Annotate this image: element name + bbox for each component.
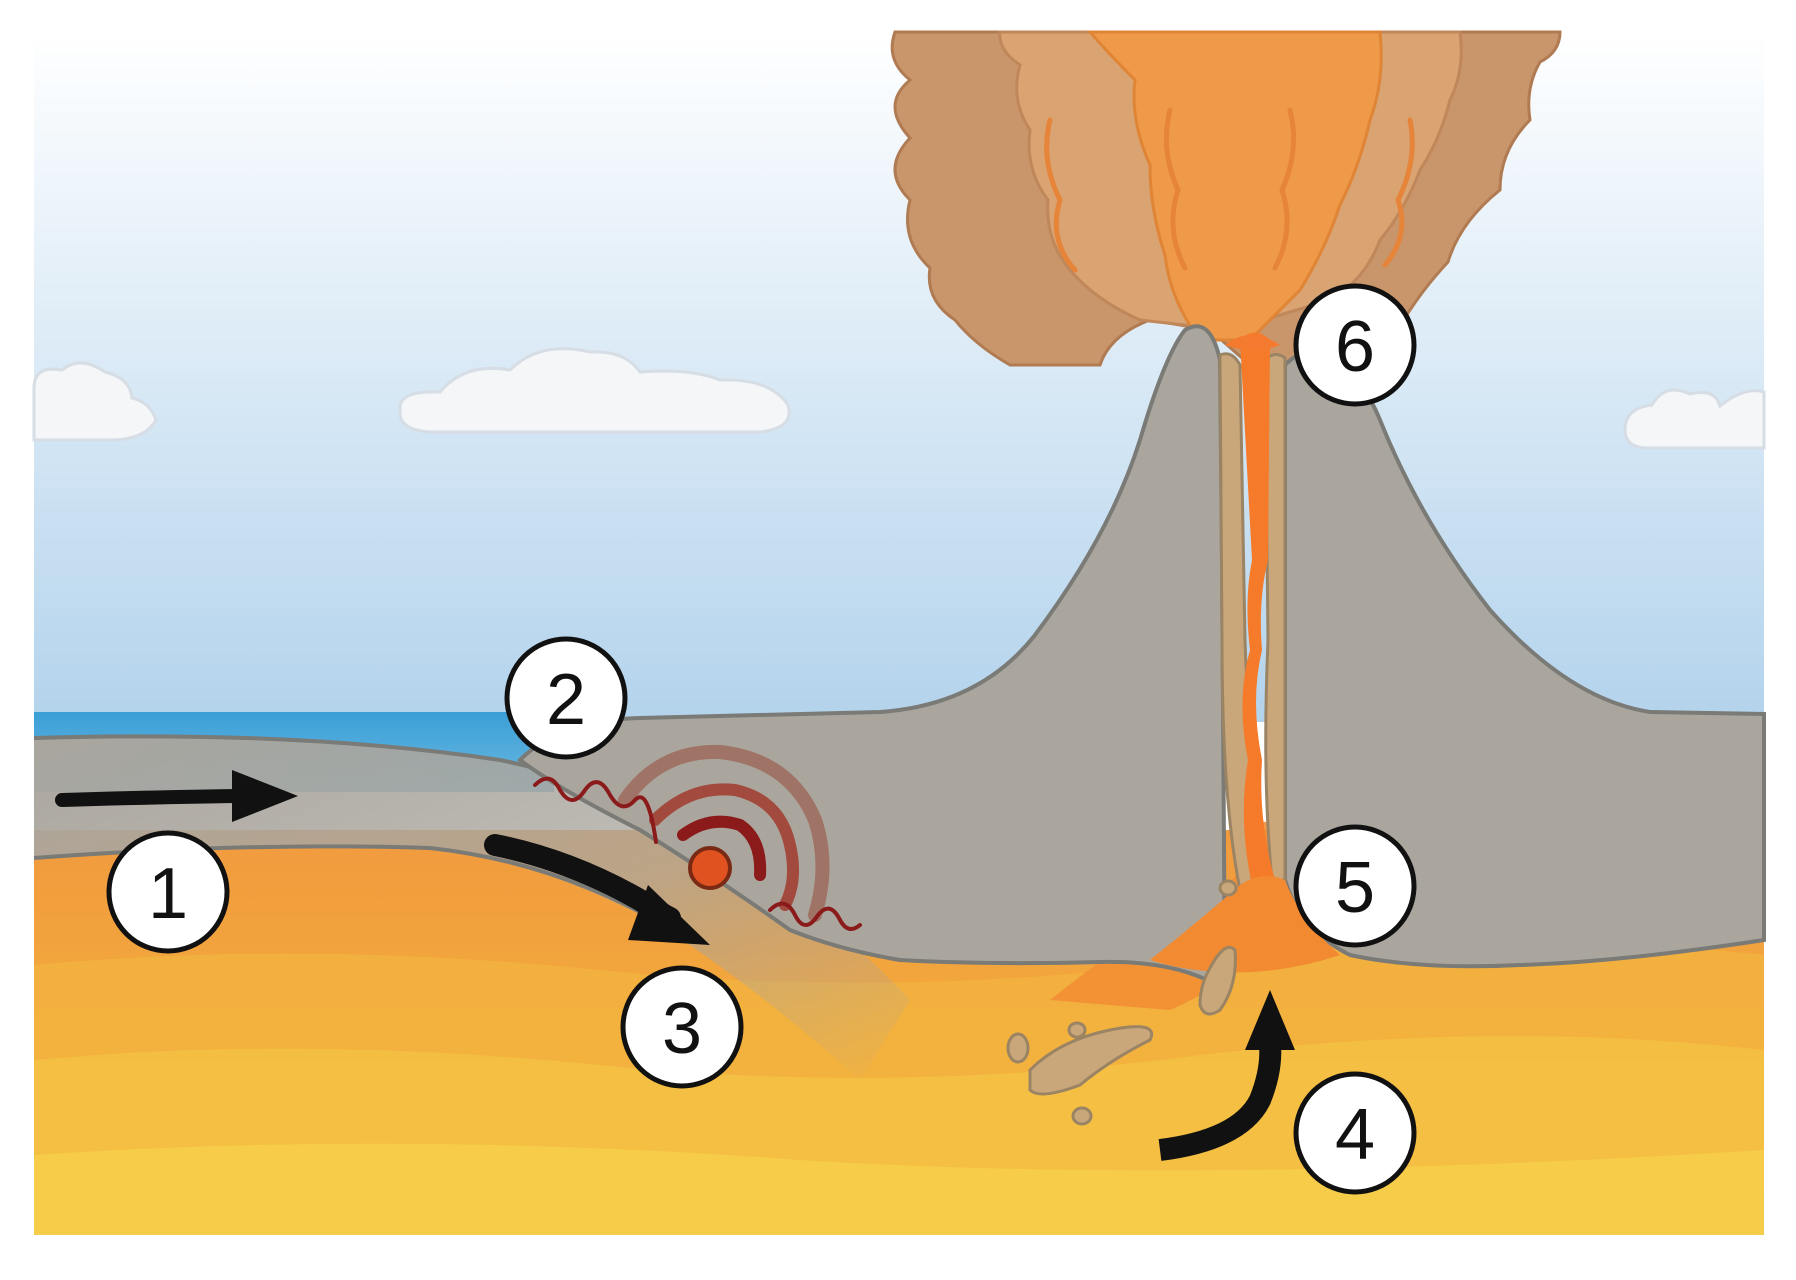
svg-text:2: 2 <box>546 660 586 740</box>
plate-motion-arrow-icon <box>55 770 298 822</box>
subducting-plate <box>34 736 910 1080</box>
cloud-left <box>32 361 158 442</box>
fault-squiggle-lower <box>768 901 862 931</box>
svg-text:5: 5 <box>1335 848 1375 928</box>
rock-fragments <box>1006 879 1238 1126</box>
marker-5: 5 <box>1293 824 1417 948</box>
marker-3: 3 <box>620 965 744 1089</box>
magma-conduit <box>1240 332 1275 885</box>
marker-1: 1 <box>106 830 230 954</box>
cloud-center <box>398 347 791 434</box>
svg-text:3: 3 <box>662 989 702 1069</box>
earthquake-focus-icon <box>688 846 732 890</box>
earthquake-wave-icon <box>618 744 830 922</box>
magma-chamber <box>1150 876 1340 973</box>
svg-text:4: 4 <box>1335 1095 1375 1175</box>
subduction-arrow-icon <box>484 834 710 945</box>
cloud-right <box>1623 388 1766 450</box>
marker-6: 6 <box>1293 283 1417 407</box>
svg-text:6: 6 <box>1335 307 1375 387</box>
fault-squiggle-upper <box>533 776 658 844</box>
vent-glow <box>1225 335 1280 351</box>
svg-text:1: 1 <box>148 854 188 934</box>
magma-rise-arrow-icon <box>1158 990 1295 1161</box>
ash-plume <box>890 30 1562 367</box>
conduit-wall-right <box>1263 353 1287 882</box>
marker-4: 4 <box>1293 1071 1417 1195</box>
marker-2: 2 <box>504 636 628 760</box>
